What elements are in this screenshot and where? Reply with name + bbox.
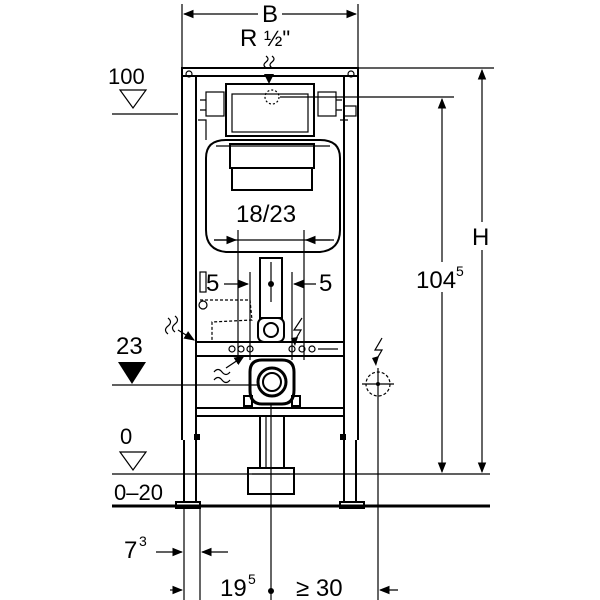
thread-size-label: ½" [264, 26, 290, 51]
crossbar-holes [228, 345, 338, 353]
dim-5-right-label: 5 [319, 270, 332, 297]
width-label: B [262, 1, 278, 28]
dim-7-label: 7 [124, 537, 137, 564]
dim-min-30-label: ≥ 30 [296, 575, 343, 600]
width-dimension: B [181, 1, 359, 68]
dim-18-23-label: 18/23 [236, 201, 296, 228]
water-supply-icon [263, 55, 275, 84]
level-23-marker: 23 [112, 333, 258, 386]
electrical-socket [362, 337, 394, 600]
level-100-marker: 100 [108, 64, 178, 115]
level-100-label: 100 [108, 64, 145, 89]
electric-icon [291, 317, 303, 346]
dim-7-sup-label: 3 [139, 533, 147, 549]
level-0-marker: 0 0–20 [112, 424, 490, 508]
level-0-label: 0 [120, 424, 132, 449]
height-dimension: H 104 5 [280, 67, 494, 474]
thread-label: R ½" [240, 25, 290, 52]
dimension-18-23: 18/23 [214, 201, 330, 360]
floor-range-label: 0–20 [114, 480, 163, 505]
cistern [198, 83, 357, 340]
bottom-dimensions: 7 3 19 5 ≥ 30 [124, 404, 398, 600]
dim-104-label: 104 [416, 267, 456, 294]
dim-104-sup-label: 5 [456, 263, 464, 279]
dim-19-label: 19 [220, 575, 247, 600]
thread-r-label: R [240, 25, 257, 52]
dim-5-left-label: 5 [206, 270, 219, 297]
waste-water-icons [164, 315, 245, 384]
dimension-5-5: 5 5 [206, 262, 332, 360]
installation-frame [175, 67, 365, 509]
height-label: H [472, 224, 489, 251]
level-23-label: 23 [116, 333, 143, 360]
dim-19-sup-label: 5 [248, 571, 256, 587]
